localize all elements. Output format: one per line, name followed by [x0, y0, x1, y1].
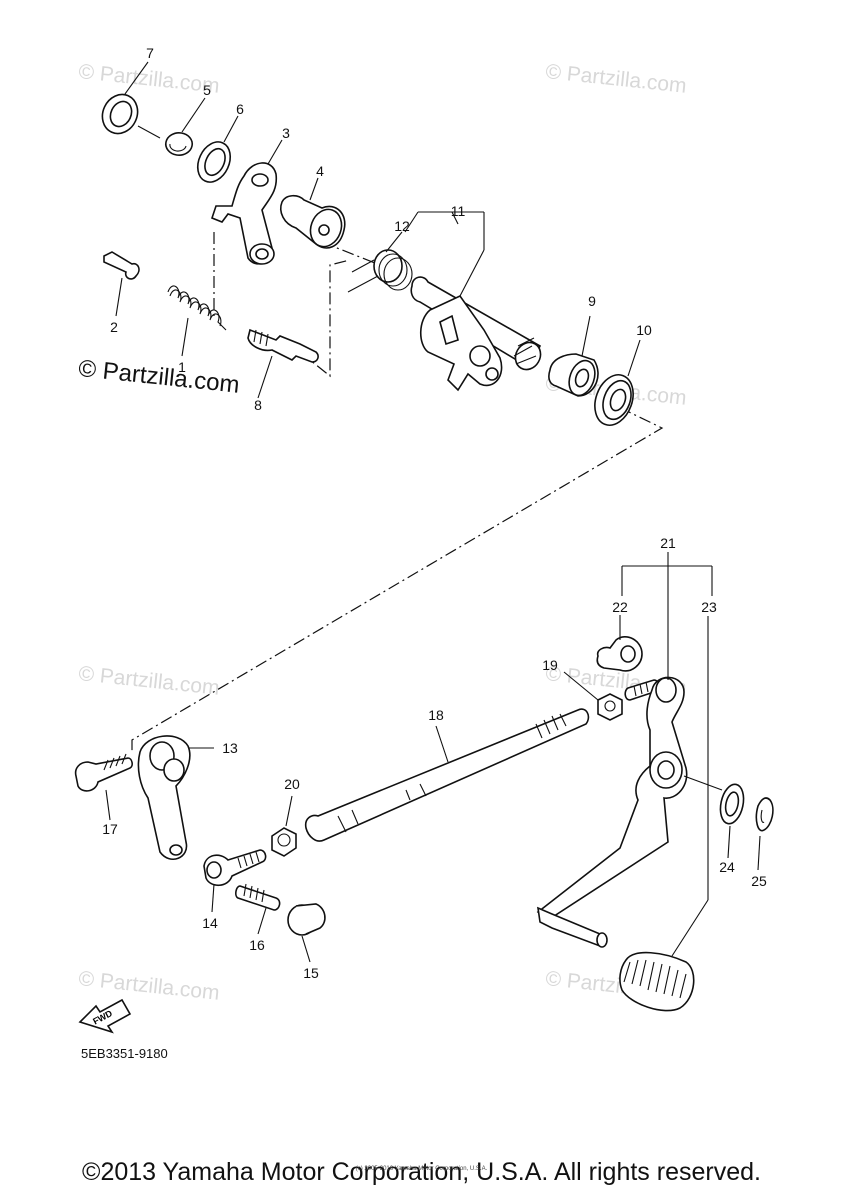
callout-24: 24	[719, 859, 735, 875]
part-15-cap	[287, 903, 326, 963]
assembly-line	[299, 259, 351, 378]
callout-23: 23	[701, 599, 717, 615]
part-7-washer	[101, 61, 161, 139]
watermark: © Partzilla.com	[77, 662, 220, 700]
part-10-oil-seal	[594, 339, 641, 426]
callout-3: 3	[282, 125, 290, 141]
small-copyright: (c) 2005-2016 Yamaha Motor Corporation, …	[355, 1166, 488, 1172]
callout-21: 21	[660, 535, 676, 551]
part-14-joint	[203, 849, 267, 913]
part-3-stopper-lever	[211, 139, 283, 265]
part-2-pin	[103, 251, 140, 317]
callout-numbers: 7 5 6 3 4 11 12 2 1 9 10 8 21 22 23 19 1…	[102, 45, 767, 981]
callout-12: 12	[394, 218, 410, 234]
callout-14: 14	[202, 915, 218, 931]
part-17-bolt	[74, 753, 133, 821]
part-16-bolt	[235, 883, 281, 935]
part-19-nut	[563, 671, 623, 721]
callout-7: 7	[146, 45, 154, 61]
part-9-collar	[548, 315, 599, 397]
callout-18: 18	[428, 707, 444, 723]
callout-20: 20	[284, 776, 300, 792]
part-1-spring	[167, 285, 227, 357]
part-8-bolt	[247, 328, 319, 399]
part-4-collar	[280, 177, 346, 249]
callout-5: 5	[203, 82, 211, 98]
diagram-code: 5EB3351-9180	[81, 1046, 168, 1061]
callout-16: 16	[249, 937, 265, 953]
callout-6: 6	[236, 101, 244, 117]
copyright-notice: ©2013 Yamaha Motor Corporation, U.S.A. A…	[82, 1158, 761, 1186]
part-23-shift-pedal	[536, 616, 709, 1012]
callout-10: 10	[636, 322, 652, 338]
part-12-torsion-spring	[347, 231, 413, 293]
part-11-shift-shaft	[404, 211, 542, 392]
callout-8: 8	[254, 397, 262, 413]
part-24-washer	[683, 775, 745, 859]
watermark-group: © Partzilla.com © Partzilla.com © Partzi…	[77, 60, 687, 1005]
part-18-shift-rod	[304, 708, 590, 842]
callout-15: 15	[303, 965, 319, 981]
callout-2: 2	[110, 319, 118, 335]
part-20-nut	[271, 795, 297, 857]
part-22-joint	[596, 615, 643, 672]
watermark: © Partzilla.com	[77, 60, 220, 98]
part-25-circlip	[755, 797, 774, 871]
callout-11: 11	[451, 203, 466, 219]
part-21-bracket	[621, 552, 713, 680]
callout-4: 4	[316, 163, 324, 179]
callout-9: 9	[588, 293, 596, 309]
part-13-shift-arm	[137, 735, 214, 861]
watermark: © Partzilla.com	[77, 967, 220, 1005]
callout-25: 25	[751, 873, 767, 889]
assembly-line	[131, 397, 664, 752]
callout-1: 1	[178, 359, 186, 375]
watermark: © Partzilla.com	[544, 60, 687, 98]
part-6-washer	[196, 115, 239, 183]
callout-13: 13	[222, 740, 238, 756]
callout-19: 19	[542, 657, 558, 673]
callout-17: 17	[102, 821, 118, 837]
callout-22: 22	[612, 599, 628, 615]
part-5-circlip	[165, 97, 206, 156]
fwd-arrow: FWD	[78, 998, 132, 1034]
